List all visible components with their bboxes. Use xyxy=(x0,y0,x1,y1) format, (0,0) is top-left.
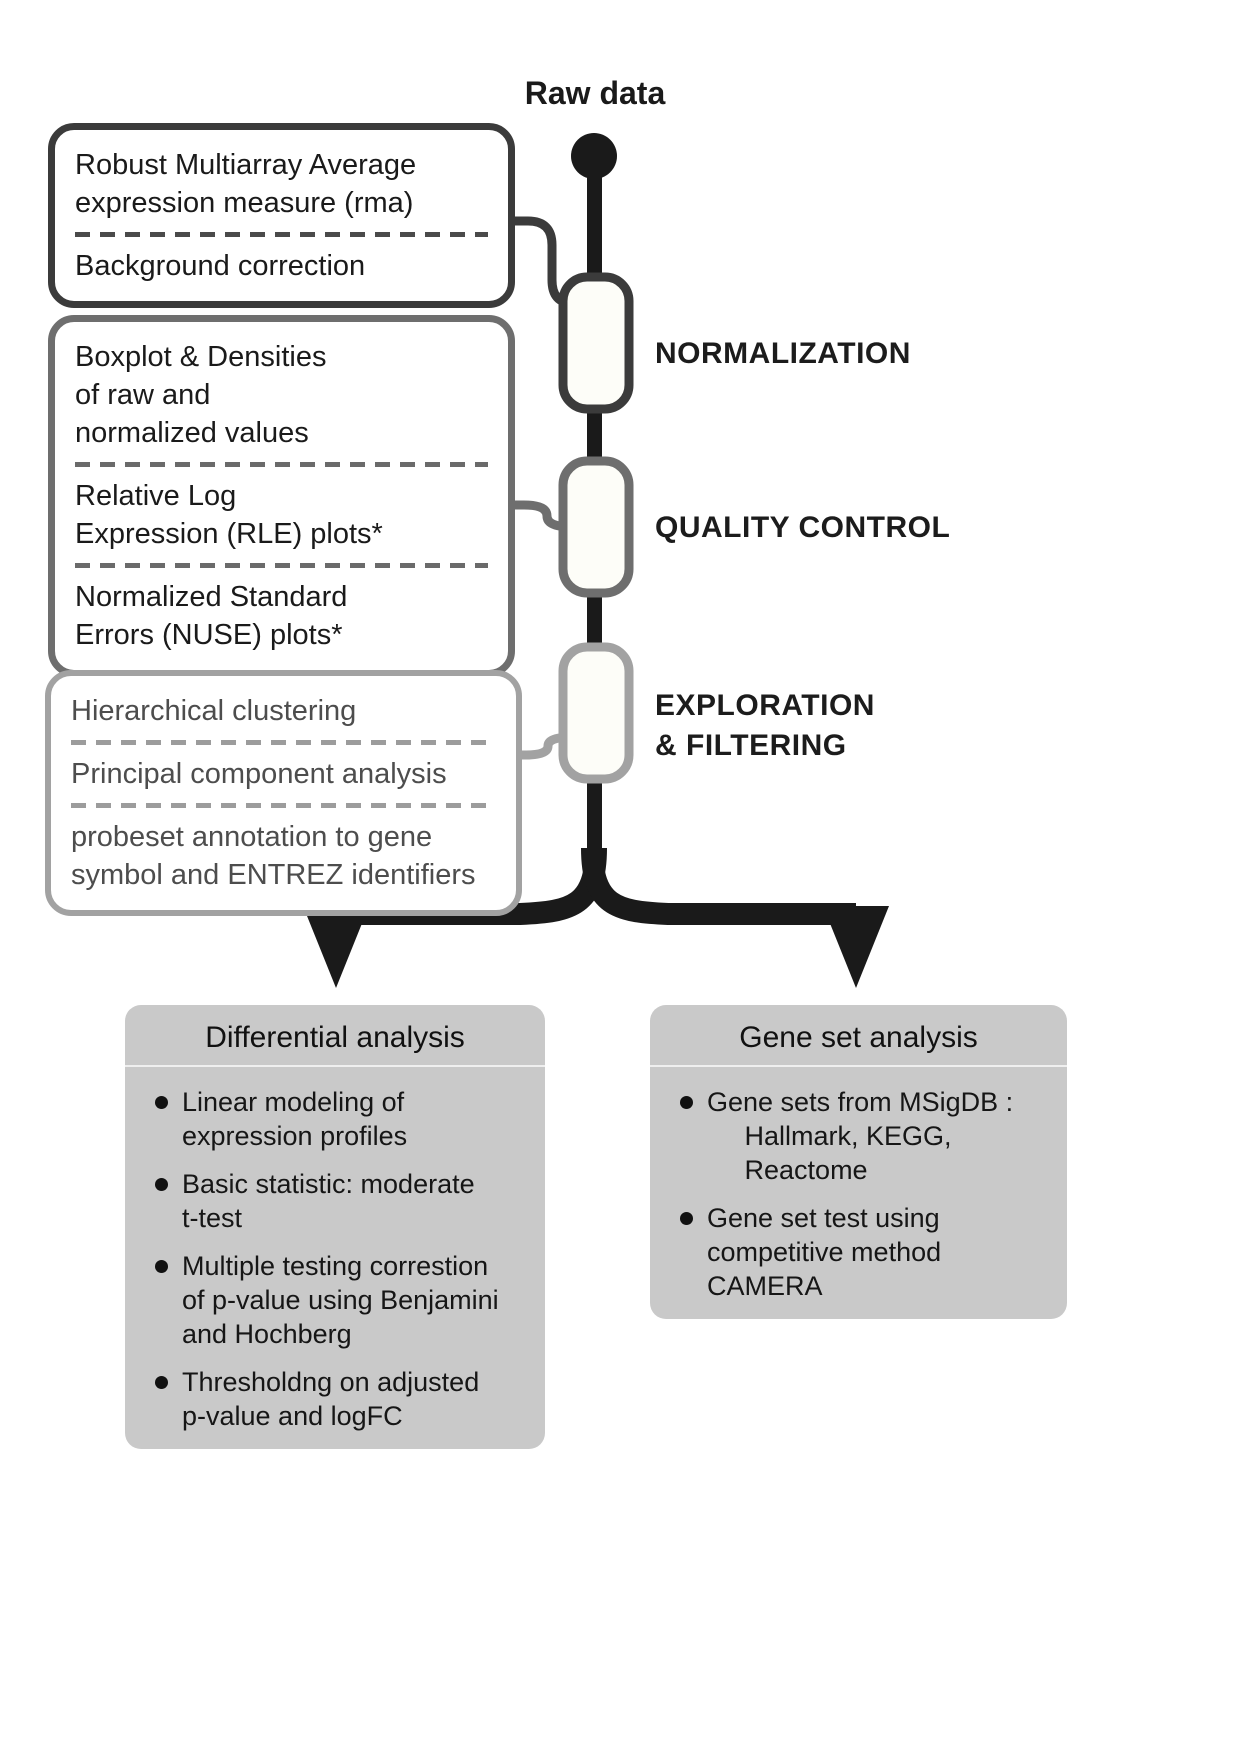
node-exploration xyxy=(558,642,634,784)
bullet-text: Gene set test using competitive method C… xyxy=(707,1203,942,1301)
node-normalization xyxy=(558,272,634,414)
method-rle-plots: Relative Log Expression (RLE) plots* xyxy=(75,480,383,550)
bullet-text: Gene sets from MSigDB : Hallmark, KEGG, … xyxy=(707,1087,1014,1185)
gene-set-analysis-panel: Gene set analysis Gene sets from MSigDB … xyxy=(650,1005,1067,1319)
node-quality-control xyxy=(558,456,634,598)
list-item: Gene sets from MSigDB : Hallmark, KEGG, … xyxy=(680,1085,1047,1187)
fork-right-branch xyxy=(581,847,856,925)
method-probeset-annotation: probeset annotation to gene symbol and E… xyxy=(71,821,476,891)
quality-control-methods-box: Boxplot & Densities of raw and normalize… xyxy=(48,315,515,677)
list-item: Linear modeling of expression profiles xyxy=(155,1085,525,1153)
normalization-methods-box: Robust Multiarray Average expression mea… xyxy=(48,123,515,308)
dashed-divider xyxy=(71,740,496,745)
list-item: Gene set test using competitive method C… xyxy=(680,1201,1047,1303)
raw-data-label: Raw data xyxy=(524,75,666,111)
bullet-text: Linear modeling of expression profiles xyxy=(182,1087,408,1151)
list-item: Multiple testing correstion of p-value u… xyxy=(155,1249,525,1351)
method-hierarchical-clustering: Hierarchical clustering xyxy=(71,695,357,727)
gene-set-analysis-bullets: Gene sets from MSigDB : Hallmark, KEGG, … xyxy=(650,1067,1067,1319)
bullet-dot-icon xyxy=(155,1096,168,1109)
method-background-correction: Background correction xyxy=(75,250,366,282)
differential-analysis-panel: Differential analysis Linear modeling of… xyxy=(125,1005,545,1449)
bullet-text: Multiple testing correstion of p-value u… xyxy=(182,1251,499,1349)
dashed-divider xyxy=(75,563,488,568)
differential-analysis-title: Differential analysis xyxy=(125,1005,545,1067)
arrow-down-right-icon xyxy=(823,906,889,988)
stage-label-exploration-filtering: EXPLORATION & FILTERING xyxy=(655,689,875,762)
dashed-divider xyxy=(75,462,488,467)
method-pca: Principal component analysis xyxy=(71,758,447,790)
method-boxplot-densities: Boxplot & Densities of raw and normalize… xyxy=(75,341,327,449)
dashed-divider xyxy=(75,232,488,237)
list-item: Thresholdng on adjusted p-value and logF… xyxy=(155,1365,525,1433)
bullet-dot-icon xyxy=(680,1096,693,1109)
dashed-divider xyxy=(71,803,496,808)
gene-set-analysis-title: Gene set analysis xyxy=(650,1005,1067,1067)
stage-label-normalization: NORMALIZATION xyxy=(655,337,911,370)
method-rma: Robust Multiarray Average expression mea… xyxy=(75,149,417,219)
bullet-dot-icon xyxy=(155,1376,168,1389)
exploration-methods-box: Hierarchical clustering Principal compon… xyxy=(45,670,522,916)
bullet-dot-icon xyxy=(680,1212,693,1225)
bullet-text: Basic statistic: moderate t-test xyxy=(182,1169,475,1233)
arrow-down-left-icon xyxy=(303,906,369,988)
differential-analysis-bullets: Linear modeling of expression profiles B… xyxy=(125,1067,545,1449)
list-item: Basic statistic: moderate t-test xyxy=(155,1167,525,1235)
bullet-dot-icon xyxy=(155,1178,168,1191)
bullet-text: Thresholdng on adjusted p-value and logF… xyxy=(182,1367,480,1431)
bullet-dot-icon xyxy=(155,1260,168,1273)
stage-label-quality-control: QUALITY CONTROL xyxy=(655,511,951,544)
method-nuse-plots: Normalized Standard Errors (NUSE) plots* xyxy=(75,581,348,651)
raw-data-dot xyxy=(571,133,617,179)
